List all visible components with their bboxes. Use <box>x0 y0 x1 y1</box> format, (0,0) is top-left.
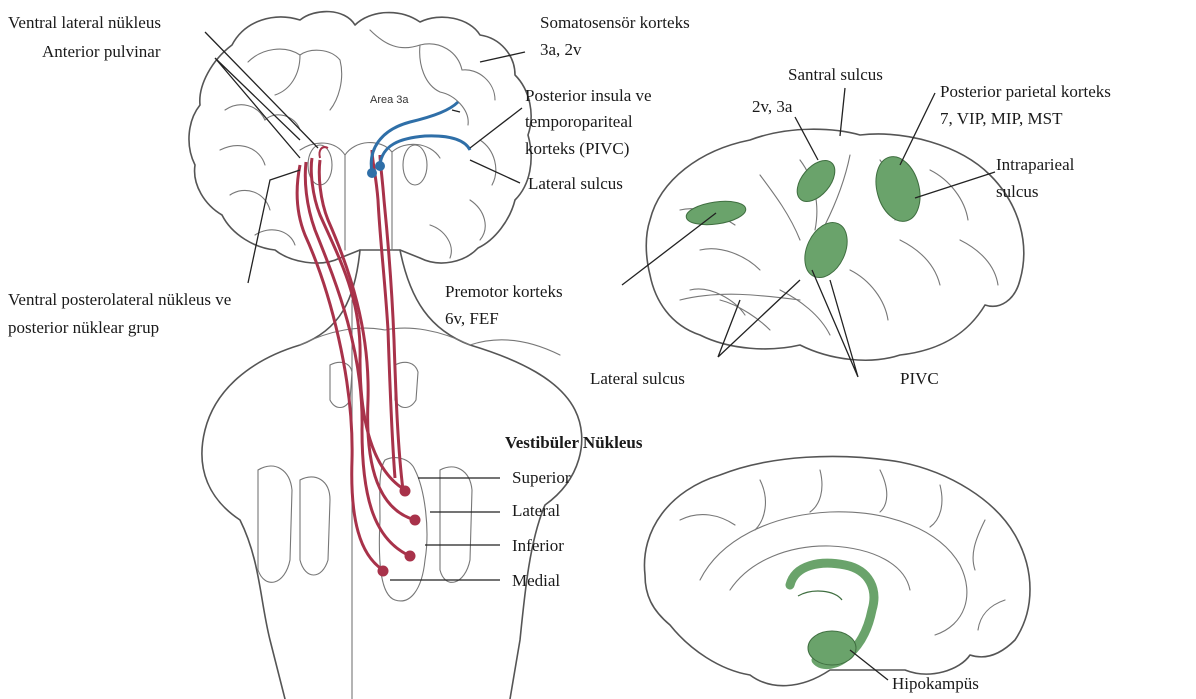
diagram-labels: Ventral lateral nükleus Anterior pulvina… <box>8 13 1111 693</box>
label-pivc-line3: korteks (PIVC) <box>525 139 629 158</box>
label-vestibular-title: Vestibüler Nükleus <box>505 433 643 452</box>
medial-brain-view <box>644 456 1030 685</box>
label-area3a: Area 3a <box>370 94 409 106</box>
label-pivc-line1: Posterior insula ve <box>525 86 652 105</box>
label-hippocampus: Hipokampüs <box>892 674 979 693</box>
label-ventral-lateral: Ventral lateral nükleus <box>8 13 161 32</box>
label-santral-areas: 2v, 3a <box>752 97 793 116</box>
lateral-brain-view <box>646 129 1024 360</box>
label-lateral-sulcus-left: Lateral sulcus <box>528 174 623 193</box>
coronal-brain-section <box>189 12 531 264</box>
label-ppc-areas: 7, VIP, MIP, MST <box>940 109 1063 128</box>
label-intraparieal-line2: sulcus <box>996 182 1039 201</box>
label-medial: Medial <box>512 571 560 590</box>
label-superior: Superior <box>512 468 571 487</box>
label-intraparieal-line1: Intraparieal <box>996 155 1075 174</box>
label-premotor-areas: 6v, FEF <box>445 309 499 328</box>
label-lateral-sulcus-right: Lateral sulcus <box>590 369 685 388</box>
label-anterior-pulvinar: Anterior pulvinar <box>42 42 161 61</box>
label-ppc: Posterior parietal korteks <box>940 82 1111 101</box>
vestibular-pathways <box>297 102 470 577</box>
label-somatosensory-areas: 3a, 2v <box>540 40 582 59</box>
label-pivc-right: PIVC <box>900 369 939 388</box>
label-lateral: Lateral <box>512 501 560 520</box>
label-premotor: Premotor korteks <box>445 282 563 301</box>
label-vpl-line2: posterior nüklear grup <box>8 318 159 337</box>
label-santral: Santral sulcus <box>788 65 883 84</box>
label-pivc-line2: temporopariteal <box>525 112 633 131</box>
label-vpl-line1: Ventral posterolateral nükleus ve <box>8 290 231 309</box>
label-inferior: Inferior <box>512 536 564 555</box>
label-somatosensory: Somatosensör korteks <box>540 13 690 32</box>
